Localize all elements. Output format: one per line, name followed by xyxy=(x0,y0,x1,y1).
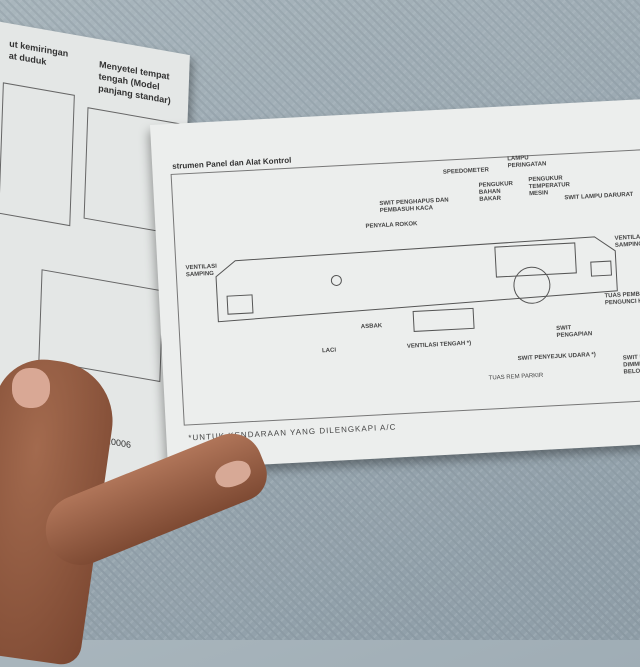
thumbnail xyxy=(12,368,50,408)
steering-wheel xyxy=(513,266,551,304)
dashboard-outline xyxy=(215,236,618,323)
label-tuas-pembebas: TUAS PEMBEBAS PENGUNCI KAP xyxy=(604,290,640,307)
label-lampu-peringatan: LAMPU PERINGATAN xyxy=(507,155,547,170)
side-vent-left xyxy=(226,294,254,315)
dashboard-diagram xyxy=(215,236,618,332)
label-ventilasi-samping-right: VENTILASI SAMPING xyxy=(614,234,640,249)
side-vent-right xyxy=(590,260,613,277)
right-page: strumen Panel dan Alat Kontrol SPEEDOMET… xyxy=(150,97,640,470)
center-vent xyxy=(412,307,475,332)
instrument-cluster xyxy=(494,242,577,278)
label-asbak: ASBAK xyxy=(360,323,383,331)
label-swit-pengapian: SWIT PENGAPIAN xyxy=(556,325,593,340)
laci-knob xyxy=(330,274,342,286)
label-swit-lampu-dimmer: SWIT LAMPU DIMMER DAN BELOK xyxy=(622,354,640,376)
label-ventilasi-samping-left: VENTILASI SAMPING xyxy=(185,263,218,279)
label-laci: LACI xyxy=(321,347,337,355)
seat-illustration xyxy=(0,82,75,227)
label-pengukur-bahan-bakar: PENGUKUR BAHAN BAKAR xyxy=(478,181,514,203)
